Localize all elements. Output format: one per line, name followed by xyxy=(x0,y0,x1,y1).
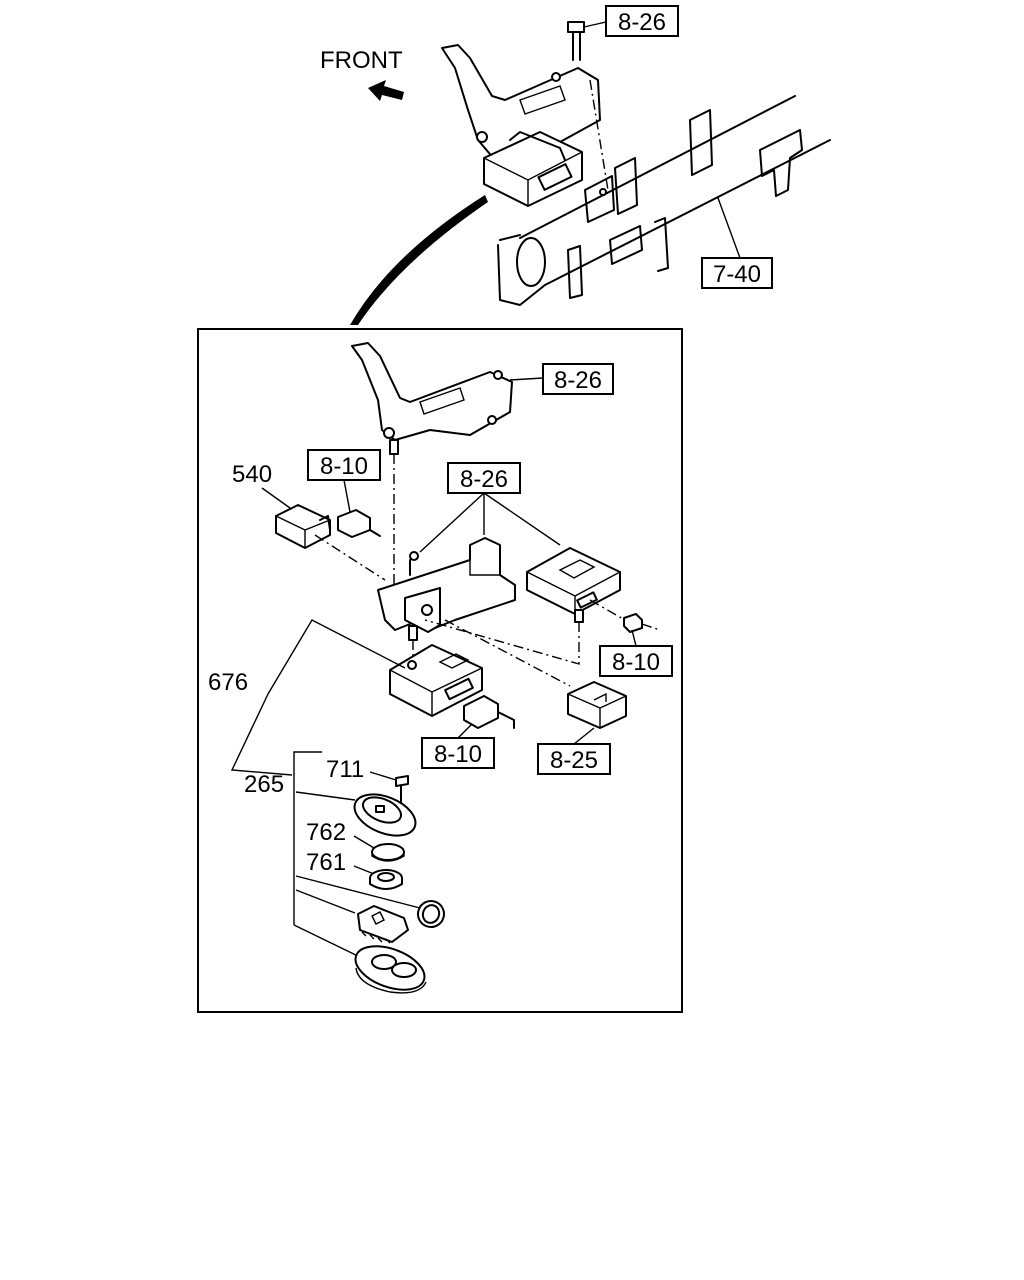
part-540: 540 xyxy=(232,461,272,488)
leader-fob-top xyxy=(295,791,356,801)
ref-8-10-right: 8-10 xyxy=(612,649,660,676)
leader-8-26-center-a xyxy=(419,492,485,553)
oring-icon xyxy=(417,900,445,928)
bracket-265 xyxy=(293,751,322,925)
screw-module-icon xyxy=(408,625,418,641)
ref-8-10-bottom: 8-10 xyxy=(434,741,482,768)
leader-8-26-center-c xyxy=(483,492,561,546)
upper-bracket xyxy=(351,342,513,441)
ref-box-8-26-center xyxy=(447,462,521,494)
front-label: FRONT xyxy=(320,47,403,74)
leader-676-to-265 xyxy=(230,693,293,776)
screw-right-icon xyxy=(574,609,584,623)
fob-bottom-case xyxy=(354,945,427,994)
top-bolt-icon xyxy=(567,21,585,61)
part-676: 676 xyxy=(208,669,248,696)
part-762: 762 xyxy=(306,819,346,846)
module-676 xyxy=(389,644,483,717)
leader-761 xyxy=(353,865,375,875)
connector-right xyxy=(589,599,661,633)
screw-upper-icon xyxy=(389,439,399,455)
leader-bottom-case xyxy=(293,924,363,959)
relay-8-25 xyxy=(567,681,627,729)
connector-left xyxy=(337,509,381,538)
leader-board xyxy=(295,889,356,914)
leader-8-10-left xyxy=(343,479,351,513)
leader-676 xyxy=(267,619,406,695)
part-761: 761 xyxy=(306,849,346,876)
leader-762 xyxy=(353,835,375,849)
ref-8-26-top: 8-26 xyxy=(618,9,666,36)
detail-arrow xyxy=(350,195,488,325)
part-265: 265 xyxy=(244,771,284,798)
holder-761-icon xyxy=(369,869,403,890)
leader-8-10-right xyxy=(631,629,637,647)
leader-8-25 xyxy=(573,727,595,745)
top-module-assembly xyxy=(441,44,601,207)
ref-8-26-center: 8-26 xyxy=(460,466,508,493)
ref-8-26-bracket: 8-26 xyxy=(554,367,602,394)
leader-8-26-top xyxy=(583,21,607,28)
front-arrow-icon xyxy=(368,80,404,101)
control-unit-right xyxy=(526,547,621,615)
ref-8-25: 8-25 xyxy=(550,747,598,774)
ref-box-8-26-bracket xyxy=(542,363,614,395)
leader-7-40 xyxy=(717,197,741,259)
ref-7-40: 7-40 xyxy=(713,261,761,288)
leader-711 xyxy=(369,771,397,781)
circuit-board-icon xyxy=(357,905,409,944)
harness-line-left xyxy=(314,534,386,581)
ref-box-7-40 xyxy=(701,257,773,289)
ref-box-8-25 xyxy=(537,743,611,775)
part-711: 711 xyxy=(326,756,364,783)
ref-box-8-26-top xyxy=(605,5,679,37)
detail-frame xyxy=(197,328,683,1013)
leader-oring xyxy=(295,875,421,909)
harness-line-center xyxy=(424,619,580,665)
harness-line-right xyxy=(444,619,571,687)
bolt-axis-line xyxy=(589,79,609,191)
battery-762-icon xyxy=(371,843,405,862)
ref-8-10-left: 8-10 xyxy=(320,453,368,480)
center-mount-bracket xyxy=(377,537,516,633)
cross-car-beam xyxy=(497,95,831,306)
connector-bottom xyxy=(463,695,515,729)
leader-540 xyxy=(261,487,291,509)
fob-top-case xyxy=(353,793,417,837)
ref-box-8-10-right xyxy=(599,645,673,677)
relay-540 xyxy=(275,504,331,549)
leader-8-10-bottom xyxy=(457,723,473,739)
leader-8-26-bracket xyxy=(509,377,544,381)
